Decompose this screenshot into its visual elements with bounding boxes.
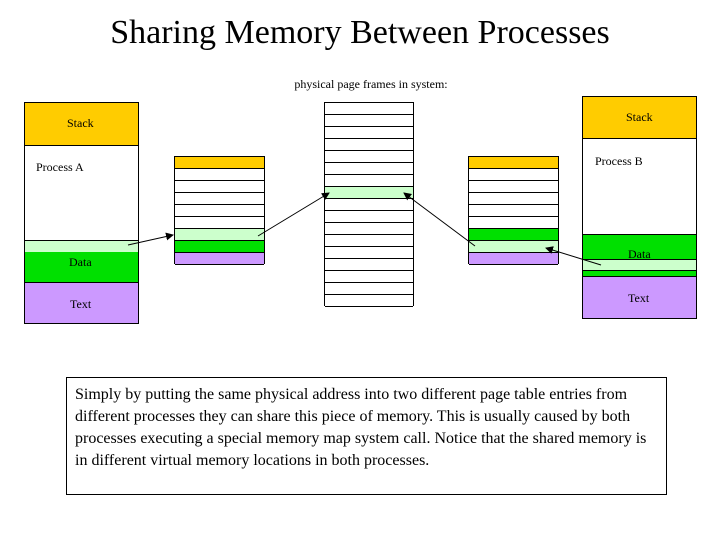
page-table-entry <box>175 157 264 169</box>
process-a-page-table <box>174 156 265 265</box>
page-table-entry <box>175 205 264 217</box>
arrow-page-table-a-to-frame <box>257 192 330 237</box>
page-frame <box>325 211 413 223</box>
process-b-data-lower <box>583 271 696 277</box>
process-a-stack: Stack <box>25 103 138 146</box>
page-table-entry <box>469 253 558 265</box>
process-b-stack: Stack <box>583 97 696 139</box>
page-frame <box>325 247 413 259</box>
page-frame <box>325 271 413 283</box>
process-b-memory: Stack Process B Data Text <box>582 96 697 319</box>
page-table-entry-shared <box>469 241 558 253</box>
physical-frames-caption: physical page frames in system: <box>294 77 448 91</box>
page-table-entry <box>469 217 558 229</box>
process-a-text-label: Text <box>70 297 92 311</box>
page-table-entry <box>175 253 264 265</box>
page-frame <box>325 223 413 235</box>
page-frame <box>325 295 413 307</box>
page-frame <box>325 163 413 175</box>
process-b-text-label: Text <box>628 291 650 305</box>
page-frame <box>325 175 413 187</box>
page-frame-shared <box>325 187 413 199</box>
process-a-text: Text <box>25 283 138 323</box>
page-frame <box>325 115 413 127</box>
page-table-entry <box>469 157 558 169</box>
page-frame <box>325 139 413 151</box>
process-a-memory: Stack Process A Data Text <box>24 102 139 324</box>
page-table-entry <box>175 181 264 193</box>
arrow-process-b-to-page-table <box>545 246 602 266</box>
page-table-entry <box>469 181 558 193</box>
page-title: Sharing Memory Between Processes <box>110 14 610 51</box>
page-table-entry <box>469 205 558 217</box>
page-frame <box>325 235 413 247</box>
explanation-text-box: Simply by putting the same physical addr… <box>66 377 667 495</box>
process-a-data: Data <box>25 252 138 283</box>
page-frame <box>325 103 413 115</box>
process-b-shared-region <box>583 259 696 271</box>
page-table-entry <box>175 217 264 229</box>
process-b-page-table <box>468 156 559 265</box>
process-a-stack-label: Stack <box>67 116 94 130</box>
process-b-stack-label: Stack <box>626 110 653 124</box>
page-frame <box>325 199 413 211</box>
page-table-entry <box>175 169 264 181</box>
process-a-data-label: Data <box>69 255 92 269</box>
physical-page-frames <box>324 102 414 307</box>
page-table-entry-shared <box>175 229 264 241</box>
page-frame <box>325 259 413 271</box>
page-table-entry <box>175 193 264 205</box>
page-table-entry <box>469 169 558 181</box>
page-table-entry <box>469 229 558 241</box>
page-table-entry <box>469 193 558 205</box>
page-table-entry <box>175 241 264 253</box>
process-b-data-label: Data <box>628 247 651 261</box>
process-b-data: Data <box>583 234 696 261</box>
page-frame <box>325 283 413 295</box>
arrow-process-a-to-page-table <box>127 232 174 246</box>
page-frame <box>325 151 413 163</box>
arrow-page-table-b-to-frame <box>403 192 476 247</box>
page-frame <box>325 127 413 139</box>
process-b-name: Process B <box>595 154 643 168</box>
process-a-name: Process A <box>36 160 84 174</box>
process-b-text: Text <box>583 277 696 318</box>
